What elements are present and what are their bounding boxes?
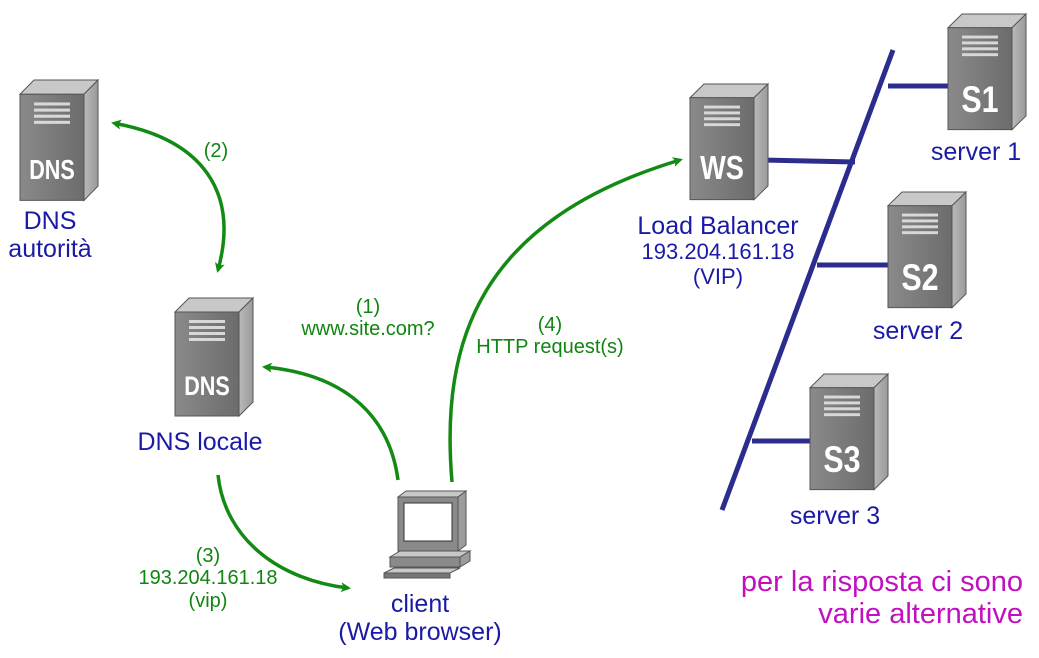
arrow-step2-dns-exchange	[111, 119, 226, 273]
arrow-step4-http	[448, 157, 683, 483]
server1-label: server 1	[930, 138, 1022, 166]
step4-label: (4) HTTP request(s)	[476, 314, 623, 359]
dns-local-icon-text: DNS	[184, 372, 230, 402]
dns-authority-label-line1: DNS	[23, 207, 77, 235]
step3-number: (3)	[195, 545, 221, 567]
server3-icon: S3	[809, 373, 889, 491]
dns-authority-icon-text: DNS	[29, 156, 75, 186]
arrow-step1-query	[262, 362, 400, 481]
step3-label: (3) 193.204.161.18 (vip)	[138, 545, 277, 612]
step3-vip: (vip)	[188, 589, 228, 612]
step1-number: (1)	[355, 296, 381, 318]
dns-authority-label: DNS autorità	[8, 207, 91, 263]
server3-label: server 3	[789, 502, 881, 530]
alternatives-note-line2: varie alternative	[818, 598, 1023, 631]
step2-label: (2)	[203, 140, 229, 162]
load-balancer-icon-text: WS	[700, 149, 744, 186]
load-balancer-ip: 193.204.161.18	[641, 239, 795, 264]
arrow-step3-response	[216, 474, 351, 593]
alternatives-note: per la risposta ci sono varie alternativ…	[741, 566, 1023, 631]
client-label-line2: (Web browser)	[338, 618, 502, 646]
server2-label: server 2	[872, 317, 964, 345]
bus-trunk	[719, 49, 896, 511]
dns-local-server-icon: DNS	[174, 297, 254, 417]
step4-number: (4)	[537, 314, 563, 336]
alternatives-note-line1: per la risposta ci sono	[740, 566, 1023, 598]
dns-authority-server-icon: DNS	[19, 79, 99, 201]
server2-icon: S2	[887, 191, 967, 309]
client-label: client (Web browser)	[338, 590, 501, 646]
load-balancer-server-icon: WS	[689, 83, 769, 201]
load-balancer-label: Load Balancer 193.204.161.18 (VIP)	[637, 212, 798, 289]
dns-local-label: DNS locale	[137, 428, 263, 456]
step1-label: (1) www.site.com?	[301, 296, 434, 341]
load-balancer-vip: (VIP)	[692, 263, 744, 289]
bus-link-load-balancer	[759, 157, 856, 165]
load-balancer-title: Load Balancer	[637, 212, 799, 240]
dns-authority-label-line2: autorità	[8, 235, 92, 263]
client-label-line1: client	[390, 590, 450, 618]
server3-icon-text: S3	[823, 439, 860, 481]
step3-ip: 193.204.161.18	[138, 567, 278, 590]
desktop-computer-icon	[383, 490, 472, 579]
server1-icon-text: S1	[961, 79, 998, 121]
network-bus	[719, 49, 955, 511]
step4-text: HTTP request(s)	[476, 336, 624, 359]
server2-icon-text: S2	[901, 257, 938, 299]
step1-text: www.site.com?	[301, 318, 435, 341]
server1-icon: S1	[947, 13, 1027, 131]
